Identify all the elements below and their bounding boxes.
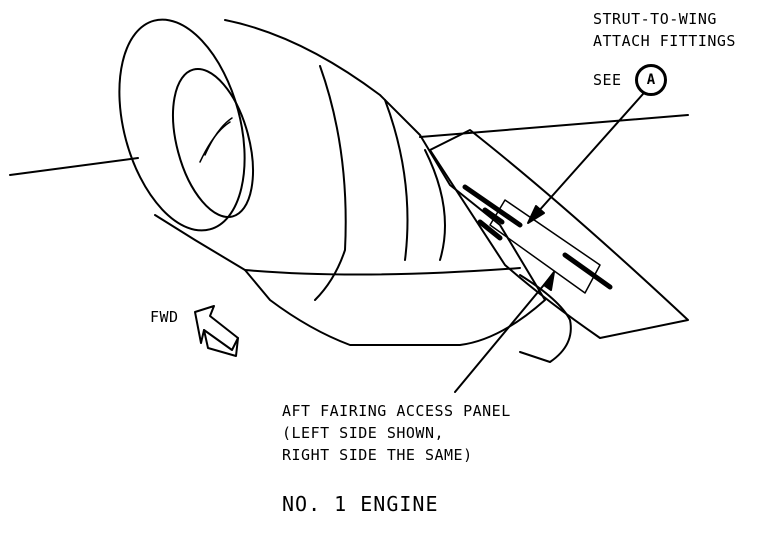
nacelle-seam-lower: [244, 267, 521, 276]
fwd-label: FWD: [150, 308, 179, 326]
wing-line-left: [9, 157, 139, 176]
attach-fittings-label: ATTACH FITTINGS: [593, 32, 736, 50]
fwd-arrow-icon: [194, 305, 239, 351]
nacelle-segment-3: [424, 149, 446, 261]
aft-fairing: [429, 129, 689, 339]
nacelle-body: [154, 19, 546, 346]
inlet-lip: [118, 18, 246, 232]
nacelle-segment-2: [384, 99, 409, 261]
wing-line-right: [419, 114, 689, 138]
strut-to-wing-label: STRUT-TO-WING: [593, 10, 717, 28]
aft-fairing-label-line1: AFT FAIRING ACCESS PANEL: [282, 402, 511, 420]
aft-fairing-label-line2: (LEFT SIDE SHOWN,: [282, 424, 445, 442]
leader-access-panel: [454, 279, 549, 393]
attach-fitting-mark-3: [482, 207, 505, 225]
see-label: SEE: [593, 71, 622, 89]
detail-a-callout[interactable]: A: [635, 64, 667, 96]
engine-title: NO. 1 ENGINE: [282, 492, 439, 516]
aft-fairing-label-line3: RIGHT SIDE THE SAME): [282, 446, 473, 464]
nacelle-segment-1: [314, 65, 347, 301]
inlet-inner: [172, 68, 254, 218]
attach-fitting-mark-1: [462, 184, 523, 228]
attach-fitting-mark-2: [562, 252, 613, 290]
leader-attach-arrowhead: [527, 205, 545, 224]
inlet-slot-2: [199, 121, 231, 163]
exhaust-plug: [519, 274, 572, 363]
attach-fitting-mark-4: [477, 219, 503, 241]
leader-attach-fittings: [536, 93, 644, 214]
leader-access-arrowhead: [543, 271, 555, 291]
